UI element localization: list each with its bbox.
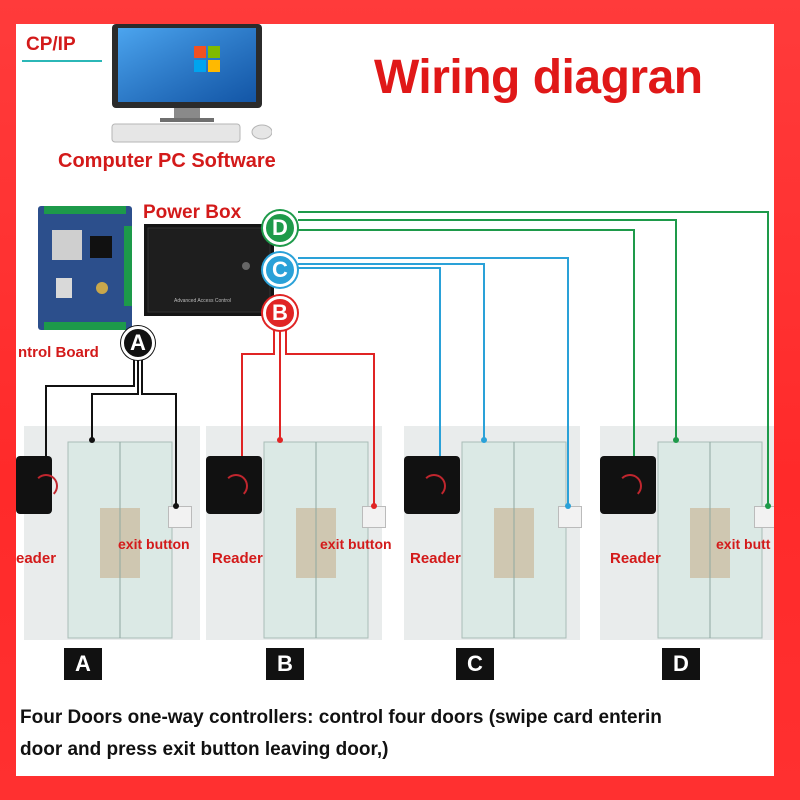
door-letter-b: B xyxy=(266,648,304,680)
door-letter-d: D xyxy=(662,648,700,680)
control-board-label: ntrol Board xyxy=(18,344,99,361)
door-letter-c: C xyxy=(456,648,494,680)
caption: Four Doors one-way controllers: control … xyxy=(20,702,774,766)
tcpip-label: CP/IP xyxy=(26,34,76,55)
circle-c: C xyxy=(263,253,297,287)
circle-b: B xyxy=(263,296,297,330)
power-box-text: Advanced Access Control xyxy=(174,298,231,304)
reader-c xyxy=(404,456,460,514)
circle-d: D xyxy=(263,211,297,245)
door-letter-a: A xyxy=(64,648,102,680)
pc-software-label: Computer PC Software xyxy=(58,150,276,172)
exit-label-a: exit button xyxy=(118,536,190,552)
power-box-label: Power Box xyxy=(143,202,242,223)
reader-label-a: eader xyxy=(16,550,57,567)
circle-a: A xyxy=(121,326,155,360)
wires xyxy=(45,211,771,509)
power-box-icon: Advanced Access Control xyxy=(144,224,274,316)
exit-label-b: exit button xyxy=(320,536,392,552)
wiring-diagram-sheet: CP/IP Computer PC Software Wiring diagra… xyxy=(16,24,774,776)
reader-label-d: Reader xyxy=(610,550,661,567)
reader-b xyxy=(206,456,262,514)
exit-label-d: exit butt xyxy=(716,536,771,552)
page-title: Wiring diagran xyxy=(374,51,703,104)
glass-doors xyxy=(67,441,763,639)
reader-label-b: Reader xyxy=(212,550,263,567)
tcpip-line xyxy=(22,60,102,62)
exit-button-d xyxy=(754,506,774,528)
caption-line-1: Four Doors one-way controllers: control … xyxy=(20,707,662,728)
exit-button-a xyxy=(168,506,192,528)
reader-d xyxy=(600,456,656,514)
computer-icon xyxy=(111,24,272,143)
control-board-icon xyxy=(38,206,132,330)
reader-label-c: Reader xyxy=(410,550,461,567)
caption-line-2: door and press exit button leaving door,… xyxy=(20,739,389,760)
reader-a xyxy=(16,456,58,514)
